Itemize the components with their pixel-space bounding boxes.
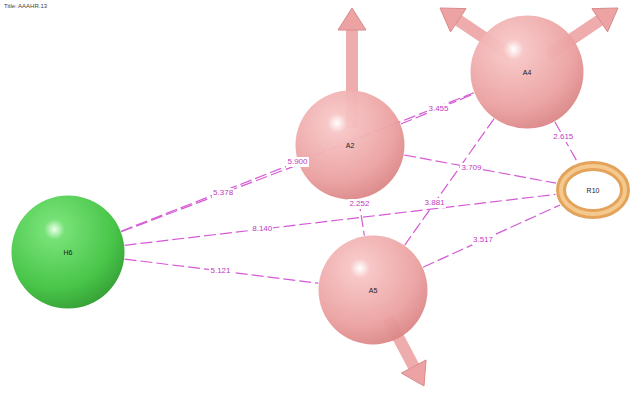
distance-label: 8.140 <box>251 224 273 234</box>
feature-label: A4 <box>523 69 532 76</box>
acceptor-sphere: A5 <box>318 235 428 345</box>
feature-label: R10 <box>587 187 600 194</box>
distance-label: 3.455 <box>427 104 449 114</box>
distance-line <box>121 165 298 232</box>
distance-label: 5.121 <box>209 266 231 276</box>
distance-label: 3.517 <box>472 235 494 245</box>
vector-head <box>440 8 466 32</box>
distance-label: 3.881 <box>424 198 446 208</box>
distance-line <box>405 119 494 246</box>
distance-line <box>125 259 319 283</box>
distance-line <box>404 155 556 183</box>
vector-head <box>338 8 366 30</box>
distance-label: 2.615 <box>552 132 574 142</box>
distance-line <box>423 205 560 267</box>
acceptor-sphere: A2 <box>295 90 405 200</box>
distance-label: 5.900 <box>286 157 308 167</box>
distance-line <box>555 122 578 163</box>
distance-label: 3.709 <box>460 163 482 173</box>
hydrophobic-sphere: H6 <box>11 195 125 309</box>
distance-label: 2.252 <box>348 199 370 209</box>
vector-head <box>592 8 618 32</box>
acceptor-sphere: A4 <box>470 15 584 129</box>
model-title: Title: AAAHR.13 <box>4 3 47 9</box>
feature-label: A5 <box>369 287 378 294</box>
vector-head <box>401 360 426 386</box>
distance-line <box>401 94 474 124</box>
feature-label: A2 <box>346 142 355 149</box>
feature-label: H6 <box>64 249 73 256</box>
distance-line <box>125 194 556 245</box>
distance-label: 5.378 <box>212 188 234 198</box>
aromatic-ring: R10 <box>555 160 631 220</box>
